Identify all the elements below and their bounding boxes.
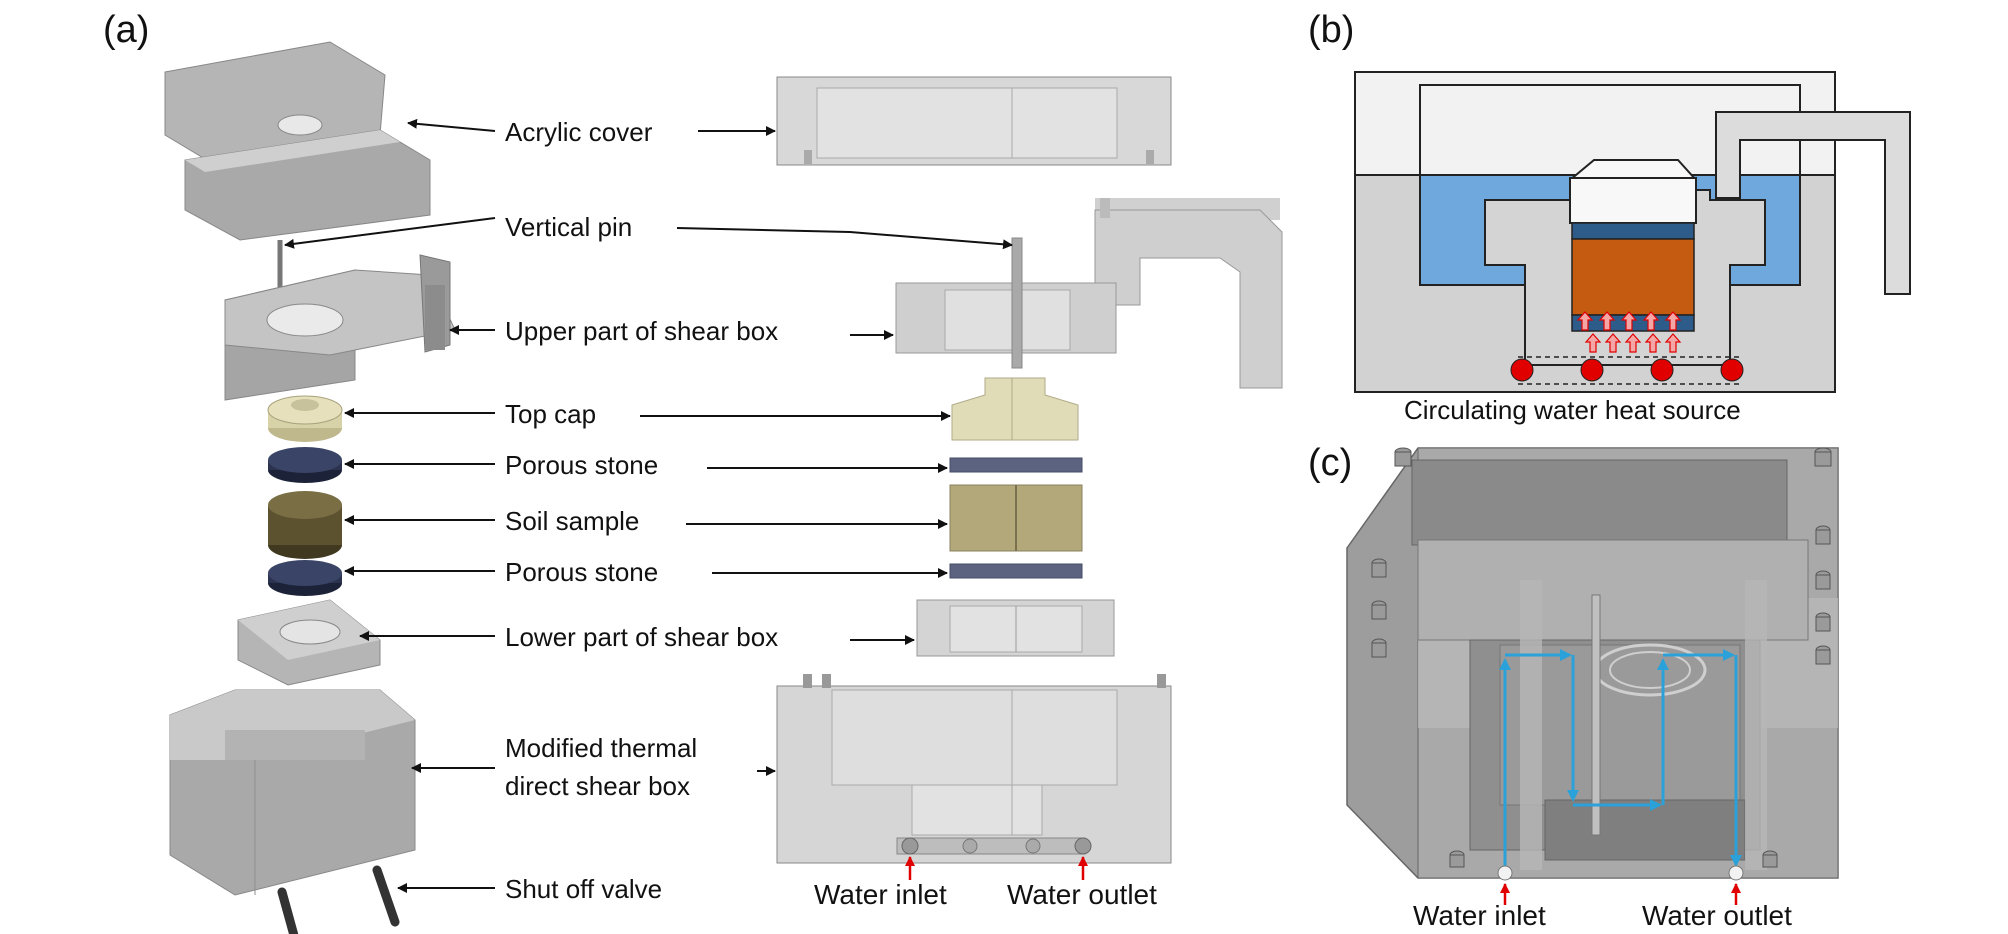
label-water-inlet-a: Water inlet (814, 879, 947, 910)
panel-label-b: (b) (1308, 9, 1354, 51)
arrow-pin-right (676, 227, 1013, 250)
thermal-shear-box-3d (169, 689, 416, 896)
soil-sample-section (949, 484, 1083, 552)
heat-pipe-1 (1510, 358, 1534, 382)
annotation-layer: Acrylic cover Vertical pin Upper part of… (284, 117, 1157, 910)
label-heat-source: Circulating water heat source (1404, 395, 1741, 425)
water-flow-path (1499, 649, 1742, 870)
lower-shear-box-3d (237, 599, 381, 686)
soil-sample-3d (268, 491, 342, 559)
label-shut-off-valve: Shut off valve (505, 874, 662, 904)
transparent-box-view (1346, 447, 1839, 905)
heat-pipe-2 (1580, 358, 1604, 382)
label-vertical-pin: Vertical pin (505, 212, 632, 242)
porous-stone-bottom-section (949, 563, 1083, 579)
top-cap-3d (267, 395, 343, 442)
section-view (776, 76, 1283, 880)
stone-top-b (1571, 222, 1695, 240)
porous-stone-top-section (949, 457, 1083, 473)
top-cap-section (951, 377, 1079, 441)
thermal-shear-box-section (776, 674, 1172, 864)
arrow-acrylic-left (407, 118, 496, 132)
soil-b (1571, 238, 1695, 316)
upper-shear-box-3d (224, 254, 456, 401)
shut-off-valves-3d (277, 865, 400, 934)
label-soil-sample: Soil sample (505, 506, 639, 536)
heating-schematic (1354, 71, 1911, 393)
label-lower-shear-box: Lower part of shear box (505, 622, 778, 652)
arrow-pin-left (284, 217, 496, 249)
heat-arrows (1576, 311, 1682, 353)
label-modified-line1: Modified thermal (505, 733, 697, 763)
label-water-outlet-c: Water outlet (1642, 900, 1792, 931)
porous-stone-bottom-3d (268, 560, 342, 596)
exploded-view (164, 41, 456, 934)
acrylic-cover-section (776, 76, 1172, 166)
acrylic-cover-3d (164, 41, 431, 241)
label-upper-shear-box: Upper part of shear box (505, 316, 778, 346)
heat-pipe-4 (1720, 358, 1744, 382)
label-porous-stone-bottom: Porous stone (505, 557, 658, 587)
panel-label-a: (a) (103, 9, 149, 51)
label-water-outlet-a: Water outlet (1007, 879, 1157, 910)
label-water-inlet-c: Water inlet (1413, 900, 1546, 931)
upper-shear-box-section (895, 198, 1283, 389)
panel-label-c: (c) (1308, 442, 1352, 484)
label-porous-stone-top: Porous stone (505, 450, 658, 480)
heat-pipe-3 (1650, 358, 1674, 382)
label-acrylic-cover: Acrylic cover (505, 117, 653, 147)
label-top-cap: Top cap (505, 399, 596, 429)
lower-shear-box-section (916, 599, 1115, 657)
label-modified-line2: direct shear box (505, 771, 690, 801)
porous-stone-top-3d (268, 447, 342, 483)
